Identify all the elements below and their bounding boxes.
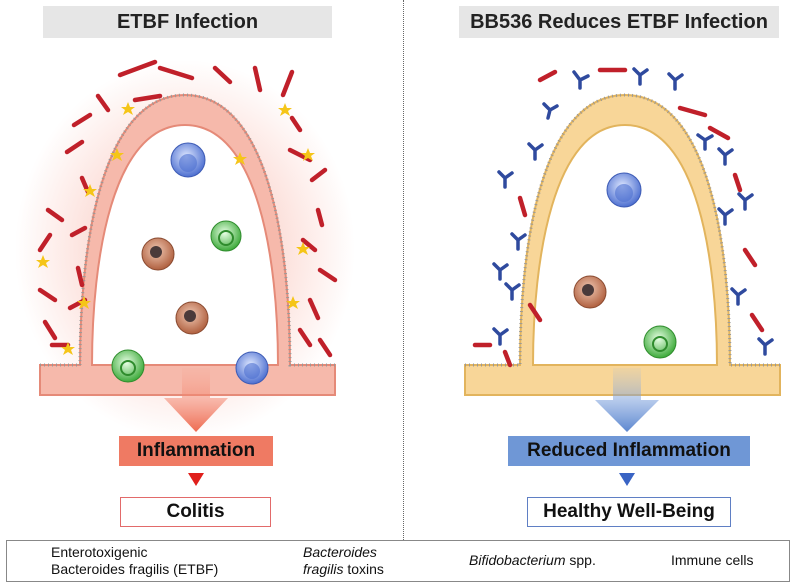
toxin-stars-left (36, 102, 315, 355)
inflamed-villus (15, 60, 355, 440)
immune-cells-right (573, 172, 677, 359)
panel-title-etbf-infection: ETBF Infection (43, 6, 332, 38)
etbf-bacteria-left (37, 59, 338, 358)
arrow-down-icon (164, 368, 228, 486)
healthy-villus (464, 93, 781, 396)
legend-toxins-label: Bacteroides fragilis toxins (303, 544, 384, 577)
legend-bifido-label: Bifidobacterium spp. (469, 552, 596, 568)
colitis-box: Colitis (120, 497, 271, 527)
bifidobacterium-right (492, 67, 774, 356)
arrow-down-icon (595, 368, 659, 486)
inflammation-box: Inflammation (119, 436, 273, 466)
etbf-bacteria-right (472, 67, 765, 368)
immune-cells-left (111, 142, 269, 385)
legend-etbf-label: Enterotoxigenic Bacteroides fragilis (ET… (51, 544, 219, 577)
legend-immune-label: Immune cells (671, 552, 754, 568)
reduced-inflammation-box: Reduced Inflammation (508, 436, 750, 466)
legend: Enterotoxigenic Bacteroides fragilis (ET… (6, 540, 790, 582)
healthy-well-being-box: Healthy Well-Being (527, 497, 731, 527)
panel-divider (403, 0, 404, 540)
panel-title-bb536: BB536 Reduces ETBF Infection (459, 6, 779, 38)
